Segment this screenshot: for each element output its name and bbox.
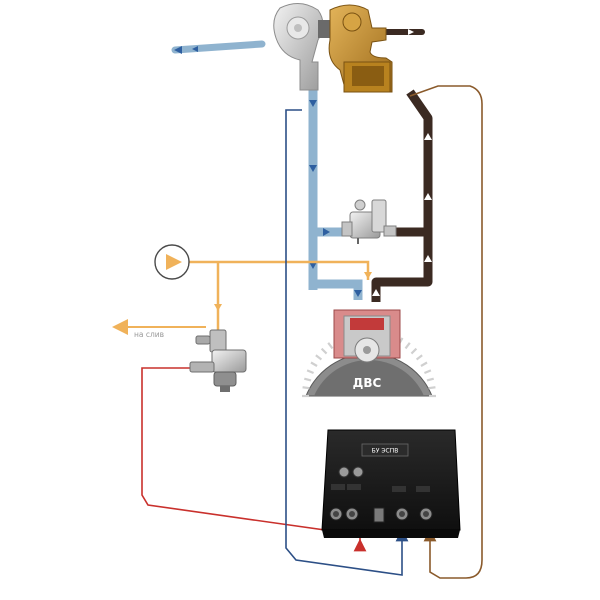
gear-tooth xyxy=(315,354,323,361)
connector-icon xyxy=(419,507,433,521)
signal-wire-brown xyxy=(409,85,483,579)
flow-arrow-icon xyxy=(408,29,414,35)
knob-icon xyxy=(352,466,364,478)
flow-arrow-icon xyxy=(323,228,330,236)
gear-tooth xyxy=(320,347,328,355)
flow-arrow-icon xyxy=(309,165,317,172)
controller-title: БУ ЭСПВ xyxy=(372,448,399,455)
gear-tooth xyxy=(424,369,432,375)
intake-air-path xyxy=(171,40,363,300)
flow-arrow-icon xyxy=(192,46,198,52)
gear-tooth xyxy=(302,386,310,390)
flow-arrow-icon xyxy=(174,46,182,54)
flow-arrow-icon xyxy=(372,289,380,296)
connector-icon xyxy=(373,507,385,523)
exhaust-path xyxy=(371,29,433,302)
gear-tooth xyxy=(310,361,318,367)
connector-icon xyxy=(329,507,343,521)
knob-icon xyxy=(338,466,350,478)
flow-arrow-icon xyxy=(424,133,432,140)
turbocharger-icon xyxy=(273,3,393,93)
drain-label: на слив xyxy=(134,330,164,339)
gear-tooth xyxy=(420,361,428,367)
bypass-valve-icon xyxy=(341,199,397,244)
gear-tooth xyxy=(404,342,411,350)
flow-arrow-icon xyxy=(424,193,432,200)
fuel-injector-icon xyxy=(189,329,247,392)
gear-tooth xyxy=(327,342,334,350)
fuel-path xyxy=(112,260,372,335)
flow-arrow-icon xyxy=(309,262,317,269)
gear-tooth xyxy=(428,386,436,390)
gear-tooth xyxy=(415,354,423,361)
gear-tooth xyxy=(303,377,312,382)
connector-icon xyxy=(395,507,409,521)
connector-icon xyxy=(345,507,359,521)
gear-tooth xyxy=(426,377,435,382)
flow-arrow-icon xyxy=(309,100,317,107)
signal-wire-blue xyxy=(285,109,409,576)
flow-arrow-icon xyxy=(354,290,362,297)
gear-tooth xyxy=(410,347,418,355)
engine-icon: ДВС xyxy=(302,309,436,398)
controller-unit-icon: БУ ЭСПВ xyxy=(321,429,461,538)
fuel-pump-icon xyxy=(154,244,190,280)
engine-label: ДВС xyxy=(353,376,382,390)
flow-arrow-icon xyxy=(424,255,432,262)
gear-tooth xyxy=(306,369,314,375)
